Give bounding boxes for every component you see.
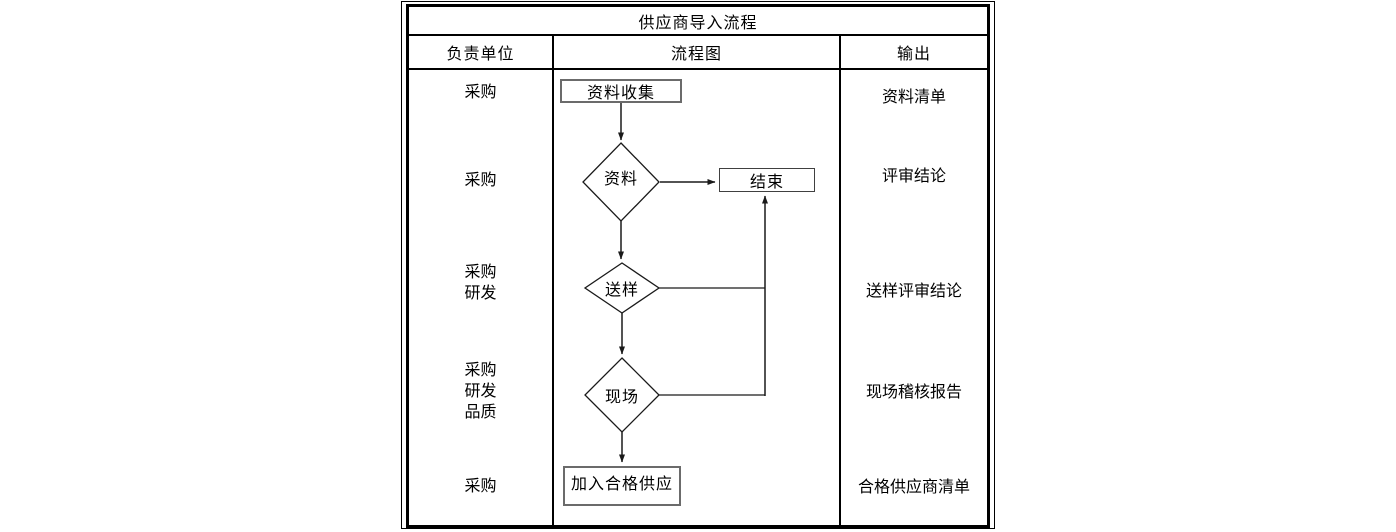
output-row1: 资料清单 [881,89,946,106]
responsible-row5: 采购 [464,478,497,495]
process-table: 供应商导入流程 负责单位 流程图 输出 采购 采购 采购 研发 采购 研发 品质… [406,4,990,528]
table-title: 供应商导入流程 [409,7,987,36]
node-end-box: 结束 [719,168,815,192]
output-row2: 评审结论 [881,168,946,185]
responsible-row2: 采购 [464,172,497,189]
header-responsible-unit: 负责单位 [409,36,554,70]
responsible-row3-line1: 采购 [464,264,497,281]
responsible-row1: 采购 [464,84,497,101]
node-join-qualified-box: 加入合格供应 [563,466,681,506]
decision-material-label: 资料 [603,171,639,188]
output-row4: 现场稽核报告 [865,384,962,401]
header-flowchart: 流程图 [554,36,841,70]
responsible-row4-line2: 研发 [464,383,497,400]
node-collect-data-box: 资料收集 [560,79,682,103]
output-column: 资料清单 评审结论 送样评审结论 现场稽核报告 合格供应商清单 [841,70,987,525]
responsible-row3-line2: 研发 [464,285,497,302]
output-row5: 合格供应商清单 [857,479,970,496]
flowchart-column: 资料收集 结束 加入合格供应 资料 送样 现场 [554,70,841,525]
header-output: 输出 [841,36,987,70]
outer-frame [401,1,995,529]
responsible-row4-line3: 品质 [464,404,497,421]
responsible-column: 采购 采购 采购 研发 采购 研发 品质 采购 [409,70,554,525]
decision-onsite-label: 现场 [604,389,640,406]
output-row3: 送样评审结论 [865,283,962,300]
flowchart-lines [582,103,768,463]
responsible-row4-line1: 采购 [464,362,497,379]
decision-sample-label: 送样 [604,282,640,299]
